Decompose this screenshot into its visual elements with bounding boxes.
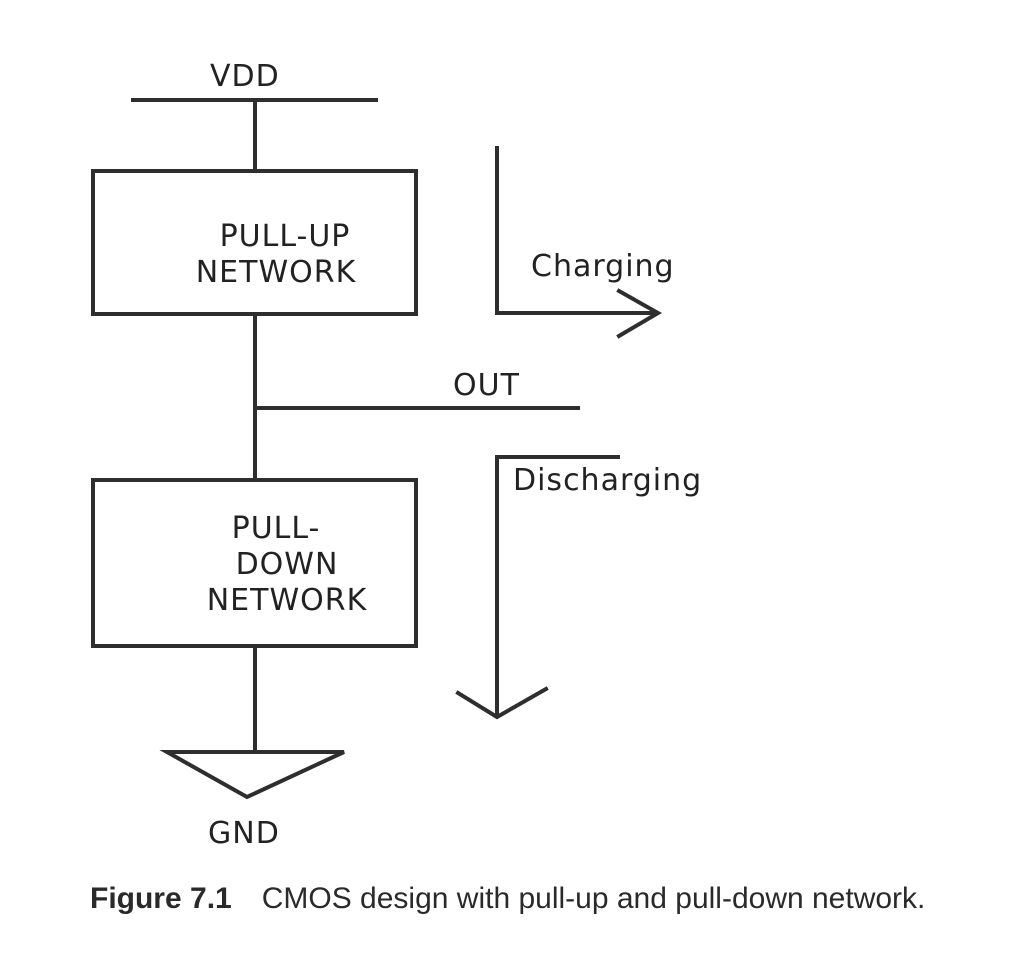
pull-up-label-line1: PULL-UP [220, 219, 351, 254]
gnd-label: GND [208, 816, 280, 851]
ground-symbol-icon [159, 750, 345, 800]
pull-up-label-line2: NETWORK [196, 255, 357, 290]
figure-caption: Figure 7.1 CMOS design with pull-up and p… [90, 882, 925, 916]
discharging-arrowhead-icon [455, 686, 549, 720]
pull-down-label-line1: PULL- [232, 511, 321, 546]
charging-label: Charging [531, 249, 675, 284]
charging-arrow-path [495, 146, 658, 315]
figure-number: Figure 7.1 [90, 882, 232, 915]
pull-down-label-line2: DOWN [236, 547, 339, 582]
discharging-arrow-path [495, 455, 620, 718]
figure-caption-text: CMOS design with pull-up and pull-down n… [261, 882, 926, 915]
vdd-label: VDD [210, 59, 280, 94]
pull-down-label-line3: NETWORK [207, 583, 368, 618]
charging-arrowhead-icon [616, 288, 663, 339]
discharging-label: Discharging [513, 463, 702, 498]
out-label: OUT [453, 368, 520, 403]
